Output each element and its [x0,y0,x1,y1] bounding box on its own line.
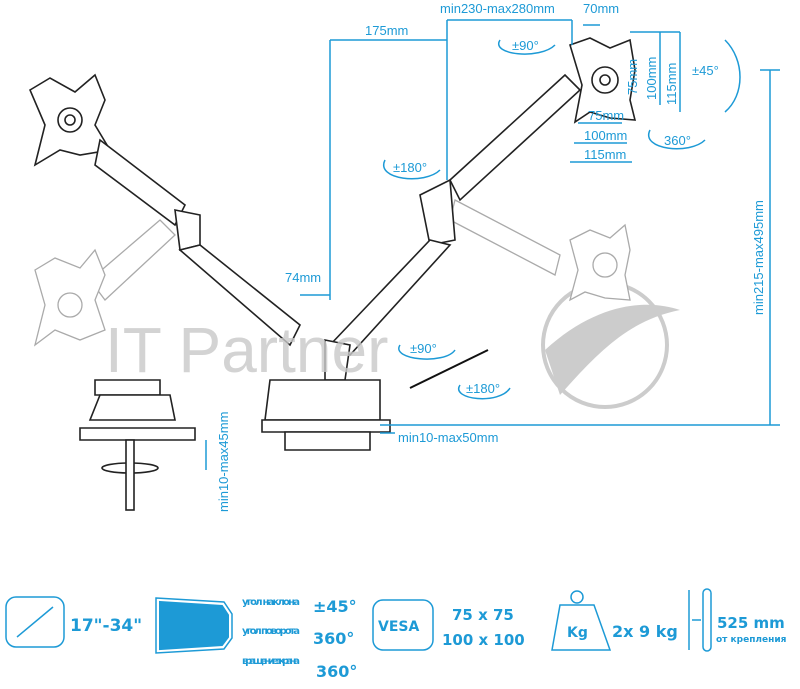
spec-swivel-value: 360° [313,629,354,648]
label-grommet-thickness: min10-max45mm [216,412,231,512]
screen-size-icon [5,596,65,648]
tilt-monitor-icon [155,597,233,654]
label-vesa-h-75: 75mm [588,108,624,123]
label-vesa-v-115: 115mm [664,63,679,105]
vesa-icon [372,599,434,651]
wall-distance-icon [688,588,712,652]
label-clamp-thickness: min10-max50mm [398,430,498,445]
spec-weight: 2x 9 kg [612,622,678,641]
dimension-lines [205,19,780,470]
spec-vesa-1: 75 x 75 [452,606,514,624]
label-base-rotation: ±180° [466,381,500,396]
label-elbow-rotation: ±180° [393,160,427,175]
spec-reach-note: от крепления [716,635,787,645]
label-head-rotation: 360° [664,133,691,148]
label-vesa-h-100: 100mm [584,128,627,143]
spec-reach: 525 mm [717,614,785,632]
label-pole-offset: 74mm [285,270,321,285]
label-vesa-h-115: 115mm [584,147,626,162]
left-arm [28,73,302,511]
vesa-badge-text: VESA [378,619,419,635]
spec-swivel-label: угол поворота [242,626,300,637]
weight-badge-text: Kg [567,625,588,641]
label-vesa-v-100: 100mm [644,57,659,100]
spec-rotation-label: вращение экрана [242,656,300,667]
spec-screen-size: 17"-34" [70,616,142,636]
label-height-range: min215-max495mm [751,200,766,315]
label-vesa-v-75: 75mm [625,59,640,95]
watermark-logo [541,281,680,409]
watermark: IT Partner [105,314,388,386]
label-arm-reach: 175mm [365,23,408,38]
label-head-offset: 70mm [583,1,619,16]
spec-tilt-label: угол наклона [242,597,300,608]
spec-tilt-value: ±45° [313,597,357,616]
label-head-swivel: ±90° [512,38,539,53]
spec-vesa-2: 100 x 100 [442,631,525,649]
right-arm [261,37,637,451]
label-head-tilt: ±45° [692,63,719,78]
label-arm-extension: min230-max280mm [440,1,555,16]
spec-rotation-value: 360° [316,662,357,681]
weight-icon [551,590,612,651]
label-base-swivel: ±90° [410,341,437,356]
spec-strip: 17"-34" угол наклона угол поворота враще… [5,588,787,681]
